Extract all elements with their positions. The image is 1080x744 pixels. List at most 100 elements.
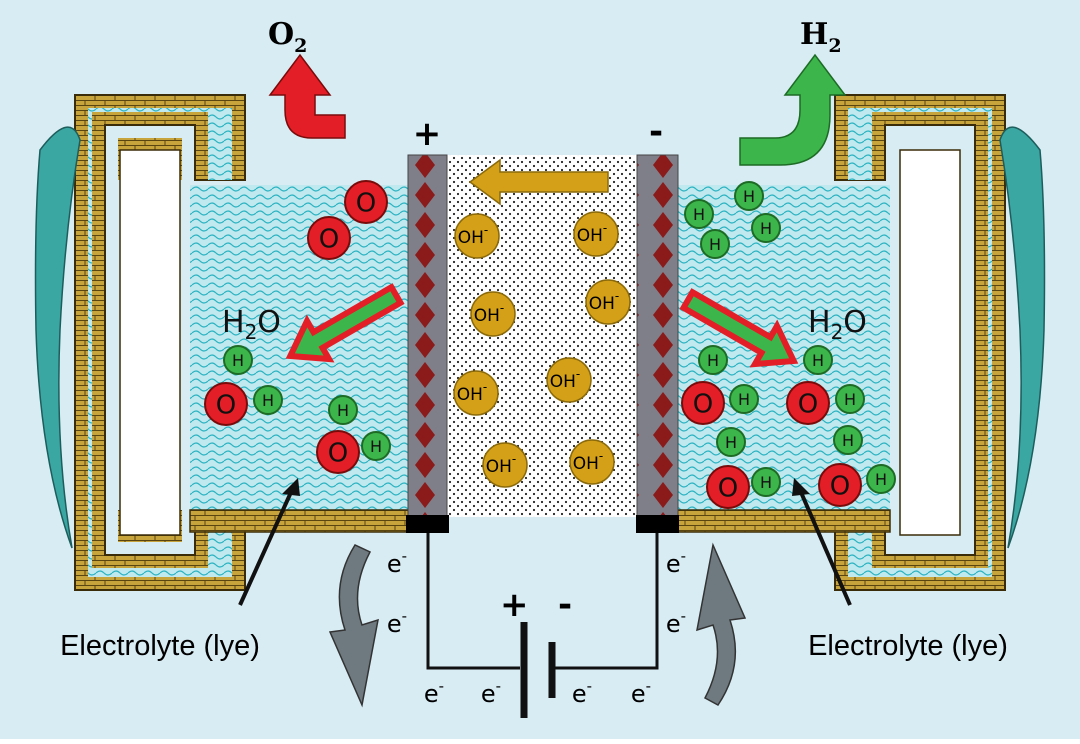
electron-label: e-: [572, 677, 592, 708]
electron-label: e-: [387, 607, 407, 638]
electrolyte-label-left: Electrolyte (lye): [60, 630, 260, 662]
svg-text:H: H: [693, 205, 705, 224]
oxygen-atom: O: [786, 381, 830, 425]
hydrogen-atom: H: [751, 467, 781, 497]
left-outer-flow-arrow: [34, 126, 81, 549]
cathode-terminal: [636, 515, 679, 533]
svg-text:H: H: [842, 431, 854, 450]
svg-text:H: H: [725, 433, 737, 452]
hydroxide-ion: OH-: [453, 370, 499, 416]
svg-text:H: H: [232, 351, 244, 370]
anode-electrode: [407, 154, 448, 518]
svg-text:O: O: [693, 389, 713, 419]
svg-text:H: H: [337, 401, 349, 420]
cathode-sign: -: [649, 112, 663, 152]
hydrogen-atom: H: [751, 213, 781, 243]
svg-text:O: O: [328, 438, 348, 468]
hydrogen-outlet-arrow: [739, 53, 847, 166]
hydrogen-atom: H: [803, 345, 833, 375]
external-circuit-wire: [426, 533, 659, 670]
oxygen-atom: O: [344, 180, 388, 224]
svg-text:H: H: [262, 391, 274, 410]
svg-text:OH-: OH-: [589, 289, 620, 314]
water-label-left: H2O: [222, 305, 281, 344]
electrolyte-pointer-right: [798, 489, 852, 606]
hydroxide-ion: OH-: [585, 279, 631, 325]
oxygen-atom: O: [204, 382, 248, 426]
oxygen-outlet-arrow: [268, 53, 346, 139]
svg-text:O: O: [356, 188, 376, 218]
right-outer-flow-arrow: [999, 126, 1046, 549]
oxygen-atom: O: [316, 430, 360, 474]
hydroxide-ion: OH-: [546, 357, 592, 403]
hydrogen-gas-label: H2: [800, 17, 842, 57]
svg-text:H: H: [812, 351, 824, 370]
oxygen-gas-label: O2: [268, 17, 307, 57]
electron-label: e-: [481, 677, 501, 708]
electrolyte-label-right: Electrolyte (lye): [808, 630, 1008, 662]
hydrogen-atom: H: [684, 199, 714, 229]
oxygen-atom: O: [706, 465, 750, 509]
cathode-floor: [659, 509, 891, 533]
svg-text:O: O: [798, 389, 818, 419]
hydroxide-ion: OH-: [573, 211, 619, 257]
svg-text:O: O: [319, 224, 339, 254]
electron-label: e-: [424, 677, 444, 708]
svg-text:O: O: [718, 473, 738, 503]
hydrogen-atom: H: [361, 431, 391, 461]
svg-text:OH-: OH-: [486, 452, 517, 477]
battery-positive-sign: +: [500, 585, 529, 625]
svg-text:OH-: OH-: [550, 367, 581, 392]
hydrogen-atom: H: [223, 345, 253, 375]
hydrogen-reaction-arrow: [679, 288, 799, 368]
hydrogen-atom: H: [729, 384, 759, 414]
electron-label: e-: [631, 677, 651, 708]
electron-flow-arrow-left: [328, 544, 379, 708]
svg-text:H: H: [709, 235, 721, 254]
ion-migration-arrow: [468, 158, 609, 206]
electrolyte-pointer-left: [238, 489, 294, 606]
svg-text:H: H: [707, 351, 719, 370]
svg-text:H: H: [844, 390, 856, 409]
svg-text:OH-: OH-: [458, 223, 489, 248]
svg-text:H: H: [743, 187, 755, 206]
anode-floor: [189, 509, 421, 533]
anode-terminal: [406, 515, 449, 533]
hydroxide-ion: OH-: [470, 291, 516, 337]
hydrogen-atom: H: [833, 425, 863, 455]
svg-text:OH-: OH-: [457, 380, 488, 405]
svg-text:O: O: [830, 471, 850, 501]
electron-label: e-: [666, 547, 686, 578]
svg-text:H: H: [370, 437, 382, 456]
svg-text:H: H: [738, 390, 750, 409]
hydroxide-ion: OH-: [569, 439, 615, 485]
hydrogen-atom: H: [734, 181, 764, 211]
hydrogen-atom: H: [866, 464, 896, 494]
hydrogen-atom: H: [328, 395, 358, 425]
hydrogen-atom: H: [698, 345, 728, 375]
hydroxide-ion: OH-: [482, 442, 528, 488]
svg-text:O: O: [216, 390, 236, 420]
hydrogen-atom: H: [835, 384, 865, 414]
electron-label: e-: [387, 547, 407, 578]
oxygen-atom: O: [307, 216, 351, 260]
oxygen-atom: O: [818, 463, 862, 507]
hydrogen-atom: H: [700, 229, 730, 259]
svg-text:OH-: OH-: [573, 449, 604, 474]
svg-text:H: H: [875, 470, 887, 489]
svg-text:OH-: OH-: [577, 221, 608, 246]
hydrogen-atom: H: [716, 427, 746, 457]
oxygen-reaction-arrow: [285, 283, 405, 363]
hydrogen-atom: H: [253, 385, 283, 415]
svg-text:OH-: OH-: [474, 301, 505, 326]
anode-sign: +: [413, 114, 442, 154]
svg-text:H: H: [760, 219, 772, 238]
battery-negative-sign: -: [558, 585, 572, 625]
water-label-right: H2O: [808, 305, 867, 344]
hydroxide-ion: OH-: [454, 213, 500, 259]
cathode-electrode: [636, 154, 679, 518]
svg-text:H: H: [760, 473, 772, 492]
